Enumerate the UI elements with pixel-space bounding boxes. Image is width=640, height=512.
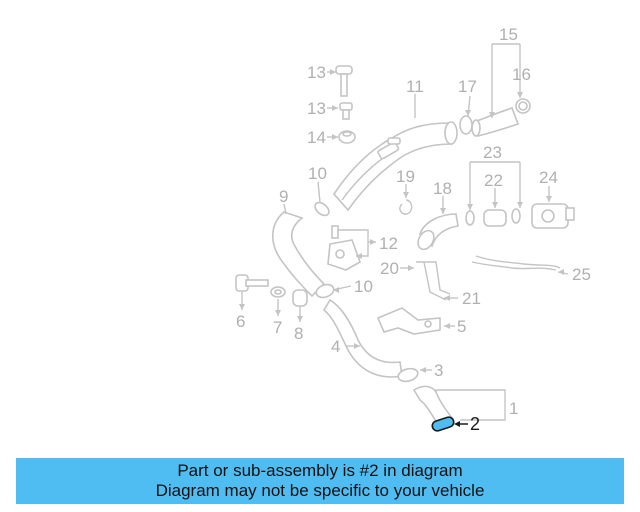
part-10-clamp-upper	[314, 201, 330, 217]
part-10-clamp-lower	[315, 283, 335, 299]
callout-2[interactable]: 2	[470, 414, 480, 434]
callout-9[interactable]: 9	[279, 187, 288, 206]
part-6-bolt	[235, 274, 269, 292]
part-19-elbow	[417, 213, 459, 251]
part-2-highlighted	[431, 416, 455, 432]
callout-17[interactable]: 16	[512, 65, 531, 84]
callout-8[interactable]: 8	[294, 324, 303, 343]
callout-23[interactable]: 22	[484, 171, 503, 190]
callout-18[interactable]: 17	[458, 77, 477, 96]
part-16-17-hose	[471, 98, 531, 137]
part-26-wire	[471, 255, 561, 271]
callout-14[interactable]: 13	[307, 99, 326, 118]
callout-3[interactable]: 3	[434, 361, 443, 380]
arrowheads	[239, 69, 564, 373]
banner-line-part: Part or sub-assembly is #2 in diagram	[177, 461, 463, 480]
callout-22[interactable]: 21	[462, 289, 481, 308]
callout-7[interactable]: 7	[273, 318, 282, 337]
callout-4[interactable]: 4	[331, 337, 340, 356]
callout-26[interactable]: 25	[572, 265, 591, 284]
part-15-nut	[338, 130, 356, 144]
part-3-clamp	[397, 367, 419, 383]
part-11-intake-pipe	[332, 121, 458, 212]
callout-21[interactable]: 20	[380, 259, 399, 278]
callout-5[interactable]: 5	[457, 317, 466, 336]
callout-19[interactable]: 18	[433, 179, 452, 198]
part-8-grommet	[292, 289, 308, 307]
callout-25[interactable]: 24	[539, 168, 558, 187]
callout-16[interactable]: 15	[499, 25, 518, 44]
callout-11[interactable]: 11	[406, 77, 424, 96]
callout-1[interactable]: 1	[509, 399, 518, 418]
part-18-clamp	[459, 115, 473, 135]
part-1-hose	[412, 385, 454, 425]
part-12-bracket	[327, 225, 361, 271]
part-13-bolt	[335, 65, 353, 97]
banner-line-disclaimer: Diagram may not be specific to your vehi…	[155, 481, 485, 500]
part-25-valve	[531, 203, 575, 229]
parts-diagram: 13 13 14 11 10 9 12 10 6 7 8 4 5 3 1 2 1…	[235, 25, 591, 434]
callout-20[interactable]: 19	[396, 167, 415, 186]
part-5-bracket	[376, 307, 441, 335]
callout-13[interactable]: 13	[307, 63, 326, 82]
part-23-coupler	[465, 208, 521, 227]
part-14-stud	[339, 102, 353, 120]
callout-labels: 13 13 14 11 10 9 12 10 6 7 8 4 5 3 1 2 1…	[236, 25, 591, 434]
callout-10-upper[interactable]: 10	[308, 164, 327, 183]
part-20-clip	[399, 199, 413, 215]
part-21-22-pipes	[416, 261, 451, 301]
callout-12[interactable]: 12	[379, 234, 398, 253]
info-banner: Part or sub-assembly is #2 in diagram Di…	[16, 458, 624, 504]
callout-24[interactable]: 23	[483, 143, 502, 162]
arrow-to-part-2	[454, 421, 468, 427]
callout-6[interactable]: 6	[236, 312, 245, 331]
callout-15[interactable]: 14	[307, 128, 326, 147]
part-9-hose	[272, 211, 326, 298]
callout-10-lower[interactable]: 10	[354, 277, 373, 296]
part-7-washer	[270, 286, 286, 298]
